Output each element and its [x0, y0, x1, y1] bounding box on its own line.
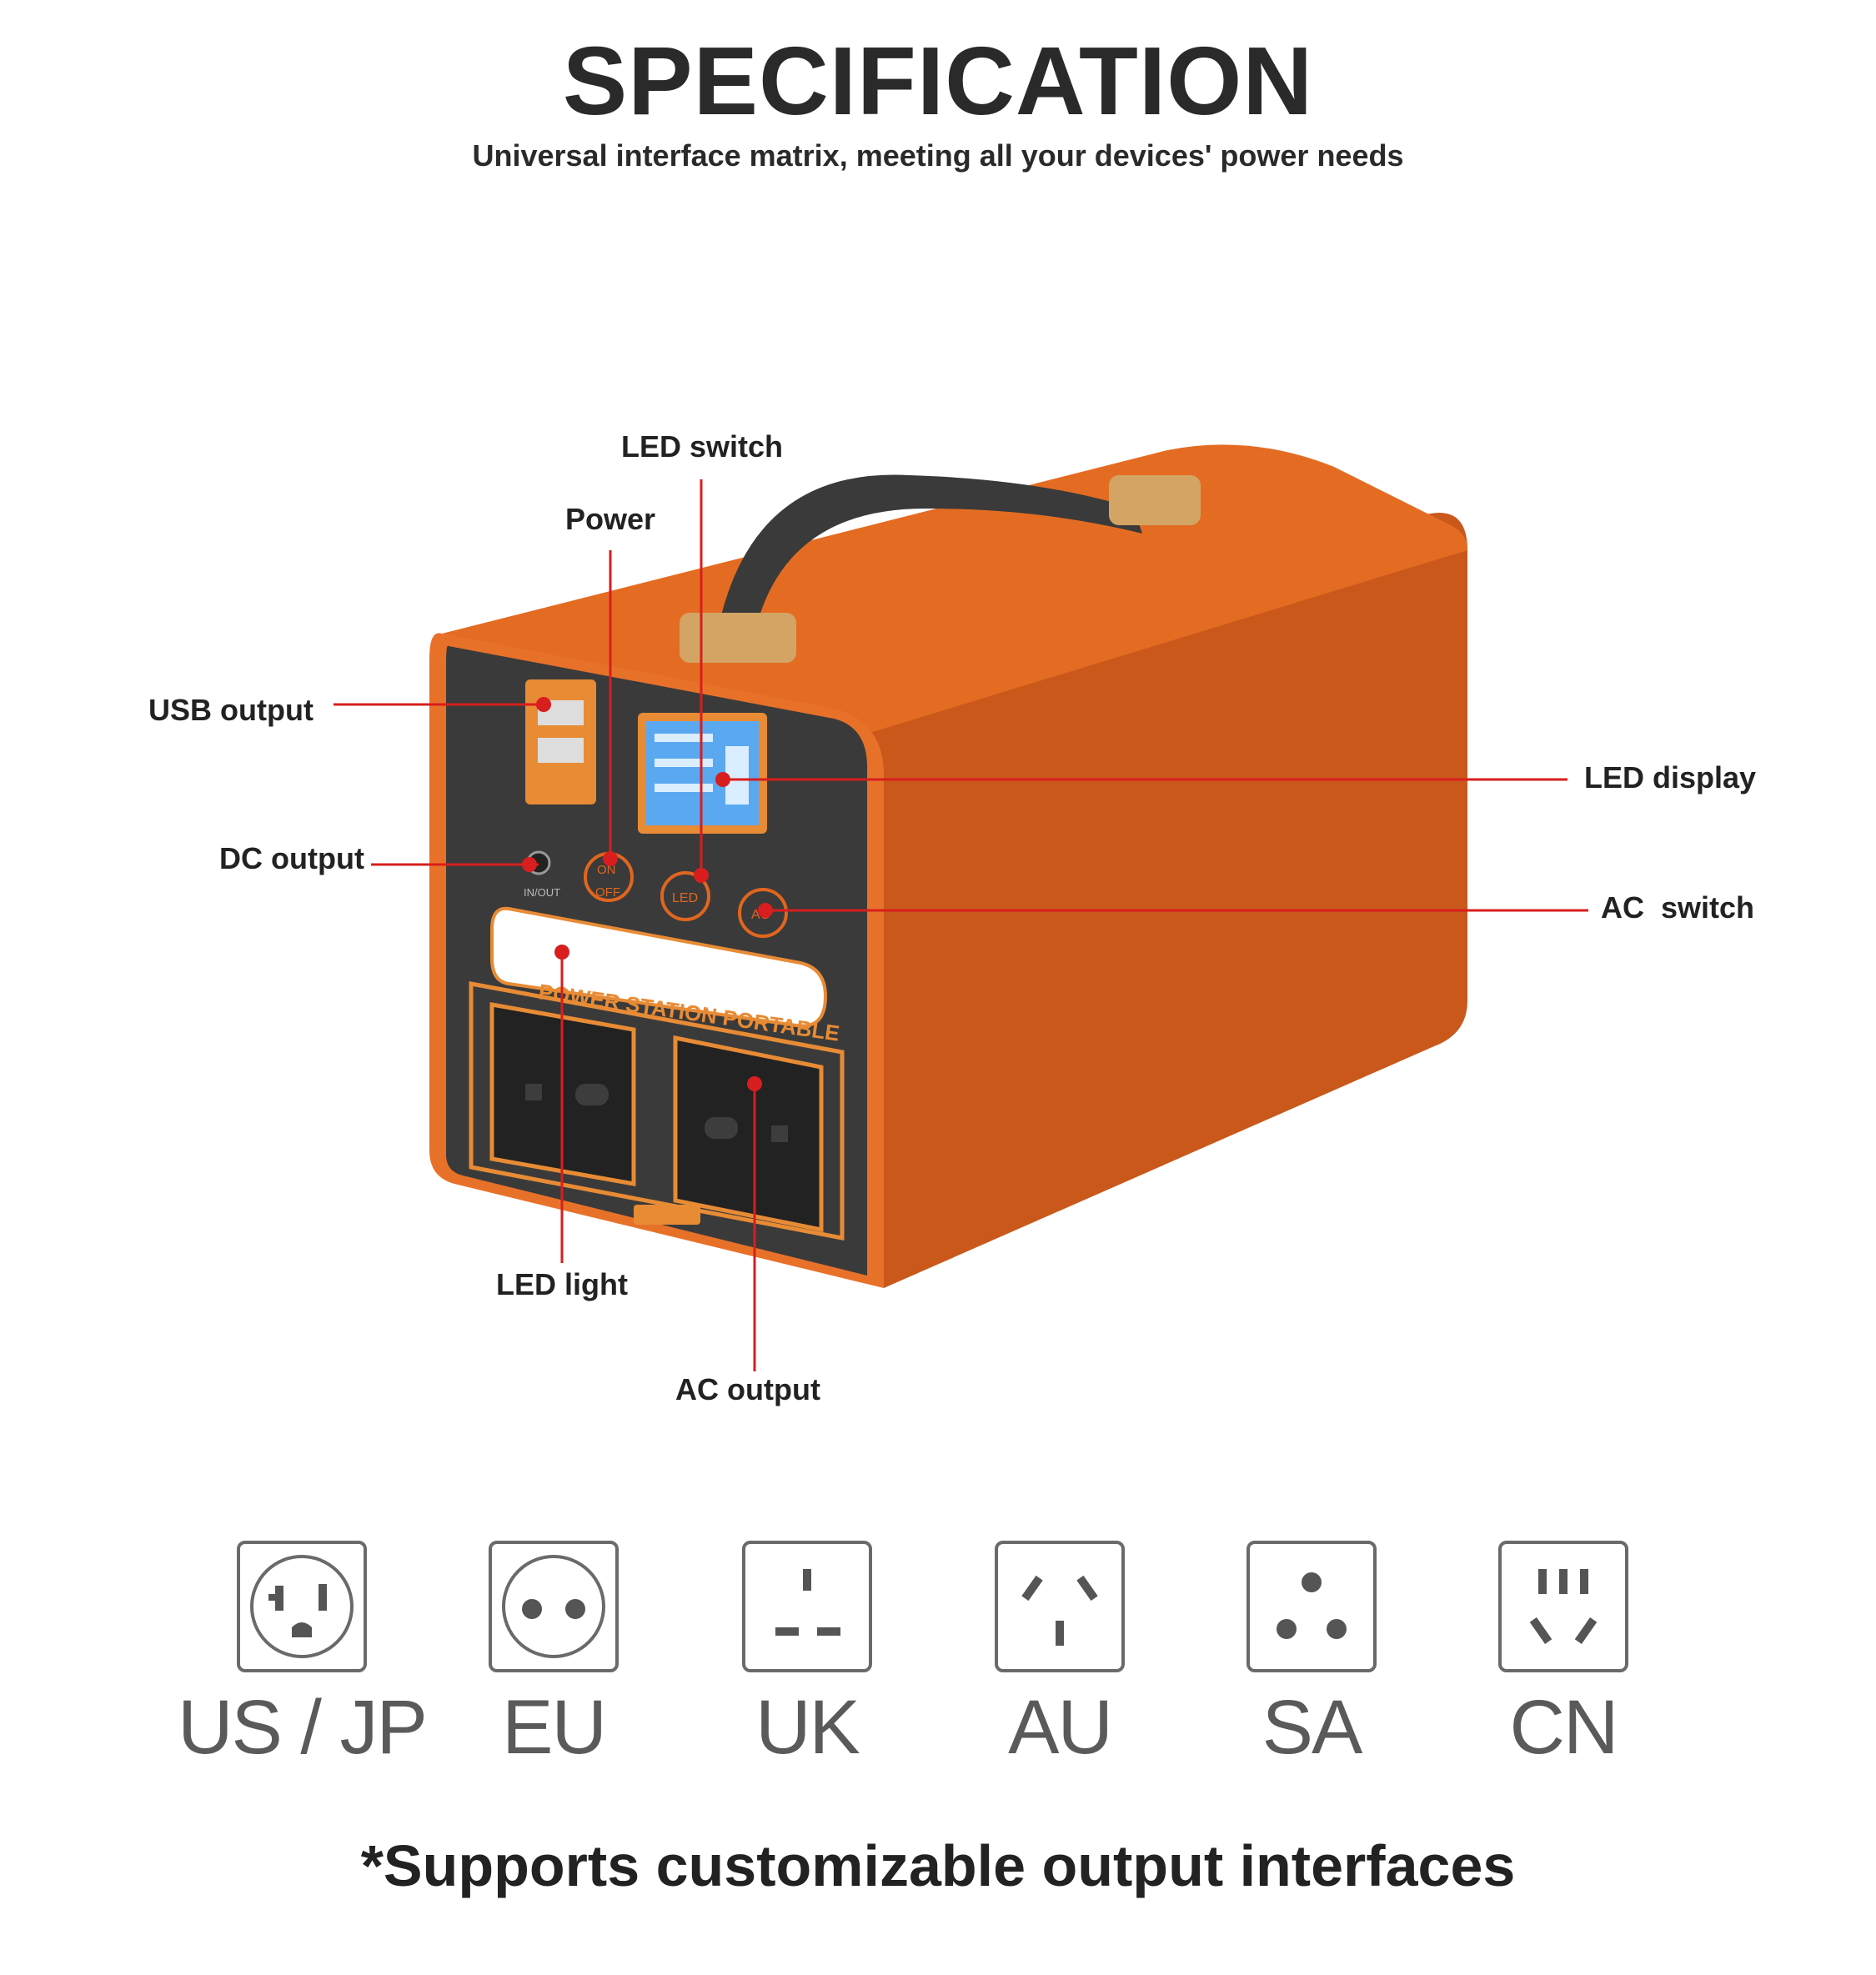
callout-led-light: LED light	[496, 1267, 628, 1301]
callout-dot-led-display	[715, 772, 730, 787]
dc-port-label: IN/OUT	[524, 886, 560, 899]
callout-usb-output: USB output	[148, 693, 314, 727]
handle-base-left	[680, 613, 796, 663]
page-subtitle: Universal interface matrix, meeting all …	[472, 138, 1404, 173]
footer-note: *Supports customizable output interfaces	[360, 1833, 1516, 1898]
svg-text:OFF: OFF	[595, 885, 620, 900]
callout-dot-usb	[536, 697, 551, 712]
plug-label-uk: UK	[755, 1685, 860, 1770]
callout-led-switch: LED switch	[621, 429, 784, 464]
eu-socket-icon	[489, 1541, 619, 1672]
callout-dc-output: DC output	[219, 841, 364, 875]
callout-dot-led-switch	[694, 868, 709, 883]
ac-button	[738, 888, 788, 938]
cn-socket-icon	[1498, 1541, 1628, 1672]
au-socket-icon	[995, 1541, 1125, 1672]
plug-label-eu: EU	[502, 1685, 607, 1770]
page-title: SPECIFICATION	[562, 27, 1314, 135]
callout-dot-ac-switch	[758, 903, 773, 918]
callout-dot-power	[603, 851, 618, 866]
svg-text:LED: LED	[672, 891, 698, 905]
model-badge	[634, 1205, 700, 1225]
handle-base-right	[1109, 475, 1201, 525]
usb-port-2	[538, 738, 584, 763]
plug-label-cn: CN	[1509, 1685, 1619, 1770]
us-jp-socket-icon	[237, 1541, 367, 1672]
plug-label-us-jp: US / JP	[178, 1685, 428, 1770]
svg-text:ON: ON	[597, 863, 616, 877]
plug-label-au: AU	[1008, 1685, 1113, 1770]
socket-frame	[469, 980, 845, 1241]
device-side-panel	[867, 513, 1467, 1288]
callout-ac-switch: AC switch	[1601, 890, 1755, 925]
callout-power: Power	[565, 502, 656, 536]
callout-dot-dc	[522, 857, 537, 872]
callout-led-display: LED display	[1584, 760, 1757, 795]
uk-socket-icon	[742, 1541, 872, 1672]
callout-ac-output: AC output	[675, 1372, 820, 1406]
callout-dot-led-light	[554, 945, 569, 960]
ac-socket-right	[673, 1035, 824, 1233]
plug-label-sa: SA	[1262, 1685, 1363, 1770]
power-station-illustration: IN/OUT ON OFF LED AC POWER STATION PORTA…	[334, 444, 1588, 1371]
handle	[717, 474, 1142, 634]
sa-socket-icon	[1246, 1541, 1377, 1672]
led-light-bar	[490, 906, 828, 1028]
led-button	[660, 871, 710, 921]
callout-dot-ac-output	[747, 1076, 762, 1091]
